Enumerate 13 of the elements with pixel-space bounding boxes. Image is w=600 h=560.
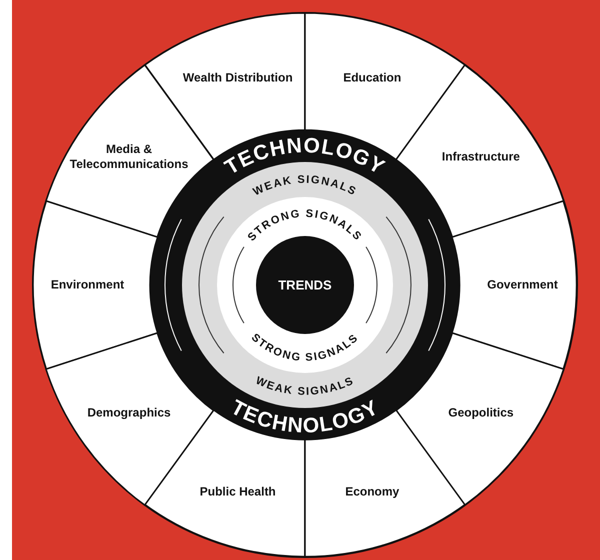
ring-label: TECHNOLOGY [227, 396, 383, 438]
segment-label: Education [342, 70, 402, 86]
segment-label: Demographics [86, 405, 172, 420]
segment-label: Infrastructure [440, 150, 521, 165]
segment-label: Geopolitics [447, 405, 515, 420]
segment-label: Media & Telecommunications [69, 142, 190, 172]
segment-label: Government [486, 277, 559, 292]
segment-label: Wealth Distribution [182, 70, 294, 86]
center-label: TRENDS [278, 277, 332, 292]
segment-label: Public Health [198, 484, 277, 500]
ring-label: WEAK SIGNALS [254, 374, 356, 398]
segment-label: Environment [50, 277, 126, 292]
segment-label: Economy [344, 484, 400, 500]
